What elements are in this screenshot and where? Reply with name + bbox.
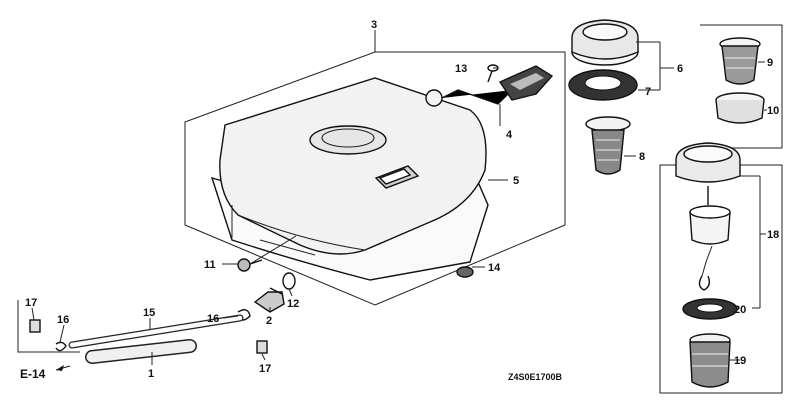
cap-assembly bbox=[675, 142, 741, 291]
callout-7: 7 bbox=[645, 86, 651, 98]
strainer-collar bbox=[715, 92, 765, 124]
grommet bbox=[456, 266, 474, 278]
callout-20: 20 bbox=[734, 304, 746, 316]
clip-right bbox=[256, 340, 268, 354]
callout-1: 1 bbox=[148, 368, 154, 380]
callout-16-right: 16 bbox=[207, 313, 219, 325]
callout-17-left: 17 bbox=[25, 297, 37, 309]
callout-17-right: 17 bbox=[259, 363, 271, 375]
drain-bolt bbox=[237, 258, 263, 272]
callout-13: 13 bbox=[455, 63, 467, 75]
clip-left bbox=[29, 319, 41, 333]
callout-8: 8 bbox=[639, 151, 645, 163]
callout-15: 15 bbox=[143, 307, 155, 319]
callout-19: 19 bbox=[734, 355, 746, 367]
callout-5: 5 bbox=[513, 175, 519, 187]
fuel-tank bbox=[210, 77, 489, 281]
fuel-cap bbox=[571, 19, 639, 66]
hose-clip-left bbox=[55, 341, 67, 352]
cap-packing bbox=[568, 69, 638, 101]
callout-18: 18 bbox=[767, 229, 779, 241]
callout-11: 11 bbox=[204, 259, 216, 271]
callout-4: 4 bbox=[506, 129, 513, 141]
hose-group-bracket bbox=[17, 300, 80, 353]
fuel-gauge bbox=[425, 65, 554, 107]
fuel-cock bbox=[253, 287, 285, 313]
diagram-code: Z4S0E1700B bbox=[508, 372, 563, 382]
cap-assembly-bracket bbox=[659, 164, 783, 394]
callout-14: 14 bbox=[488, 262, 501, 274]
fuel-strainer bbox=[585, 116, 631, 175]
cap-assembly-strainer bbox=[689, 333, 731, 388]
callout-12: 12 bbox=[287, 298, 299, 310]
callout-10: 10 bbox=[767, 105, 779, 117]
callout-3: 3 bbox=[371, 19, 377, 31]
strainer-filter bbox=[719, 37, 761, 85]
cap-assembly-packing bbox=[682, 298, 738, 320]
callout-16-left: 16 bbox=[57, 314, 69, 326]
callout-6: 6 bbox=[677, 63, 683, 75]
washer bbox=[282, 272, 296, 290]
reference-label: E-14 bbox=[20, 367, 46, 381]
callout-2: 2 bbox=[266, 315, 272, 327]
strainer-group-bracket bbox=[700, 24, 783, 149]
callout-9: 9 bbox=[767, 57, 773, 69]
